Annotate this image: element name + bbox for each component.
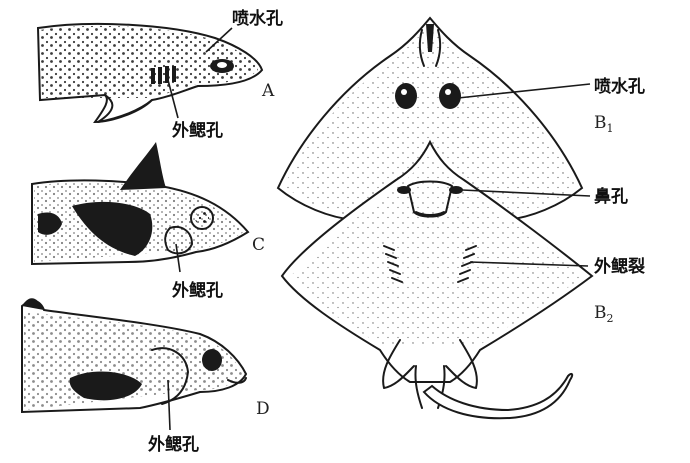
chimaera-c-eye-pupil: [195, 211, 209, 225]
skate-b1-right-spiracle-eye: [439, 83, 461, 109]
label-b-nostril: 鼻孔: [594, 186, 628, 207]
label-d-gill-opening: 外鳃孔: [148, 434, 199, 455]
figure-letter-a: A: [261, 81, 275, 101]
label-c-gill-opening: 外鳃孔: [172, 280, 223, 301]
skate-b1-left-eye-highlight: [401, 89, 407, 95]
figure-letter-c: C: [252, 235, 265, 255]
fish-d-eye: [202, 349, 222, 371]
shark-a-eye-highlight: [217, 62, 227, 68]
figure-letter-d: D: [256, 399, 270, 419]
label-b-spiracle: 喷水孔: [594, 76, 645, 97]
figure-c-chimaera-head: 外鳃孔 C: [32, 142, 265, 301]
skate-b2-right-nostril: [449, 186, 463, 194]
figure-d-bony-fish-head: 外鳃孔 D: [22, 298, 270, 455]
skate-b1-right-eye-highlight: [445, 89, 451, 95]
figure-letter-b1: B1: [594, 113, 614, 135]
figure-letter-b2: B2: [594, 303, 614, 325]
chimaera-c-dorsal-fin: [120, 142, 166, 190]
label-a-spiracle: 喷水孔: [232, 8, 283, 29]
figure-a-shark-head: 喷水孔 外鳃孔 A: [38, 8, 283, 141]
label-a-gill-opening: 外鳃孔: [172, 120, 223, 141]
skate-b2-left-nostril: [397, 186, 411, 194]
skate-b1-left-spiracle-eye: [395, 83, 417, 109]
label-b-gill-slit: 外鳃裂: [594, 256, 645, 277]
